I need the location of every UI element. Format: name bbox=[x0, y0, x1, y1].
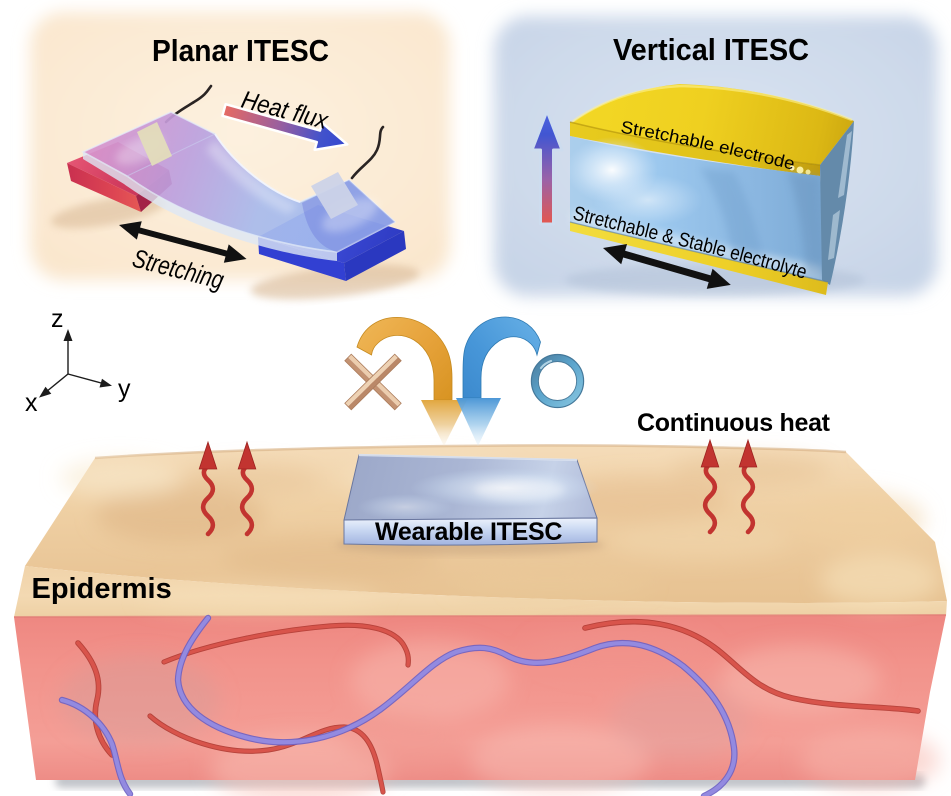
svg-text:Continuous heat: Continuous heat bbox=[637, 409, 831, 437]
svg-text:Planar ITESC: Planar ITESC bbox=[152, 33, 329, 68]
svg-text:Epidermis: Epidermis bbox=[32, 573, 172, 605]
svg-text:Vertical ITESC: Vertical ITESC bbox=[613, 32, 809, 67]
svg-text:y: y bbox=[118, 375, 131, 403]
svg-text:z: z bbox=[51, 305, 64, 333]
svg-text:Wearable ITESC: Wearable ITESC bbox=[375, 518, 562, 546]
svg-text:x: x bbox=[25, 389, 38, 417]
